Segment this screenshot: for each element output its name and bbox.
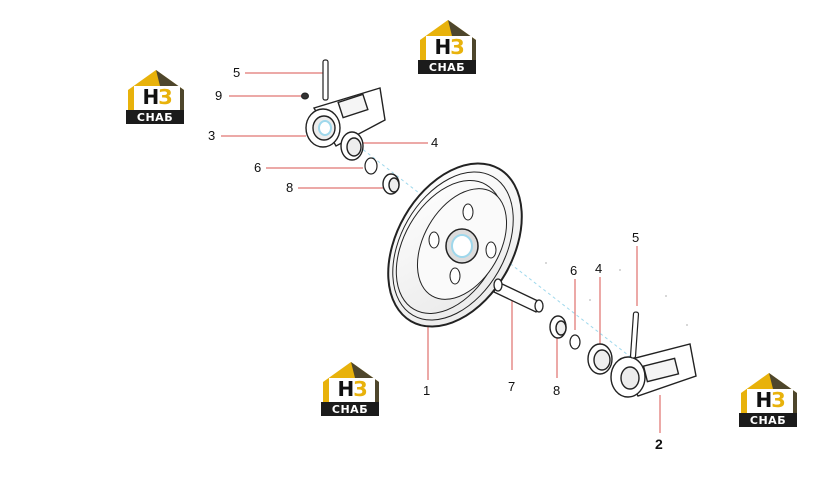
lower-pin-part — [629, 311, 640, 359]
lower-bracket-part — [610, 343, 697, 398]
idler-wheel-part — [387, 162, 523, 328]
callout-1: 1 — [423, 383, 431, 398]
callout-7: 7 — [508, 379, 516, 394]
lower-seal-part — [587, 343, 613, 375]
upper-plug-part — [301, 92, 309, 100]
callout-6-right: 6 — [570, 263, 578, 278]
callout-8-top: 8 — [286, 180, 294, 195]
callout-5-right: 5 — [632, 230, 640, 245]
callout-3: 3 — [208, 128, 216, 143]
callout-6-top: 6 — [254, 160, 262, 175]
callout-5-top: 5 — [233, 65, 241, 80]
logo-caption: СНАБ — [321, 402, 379, 416]
upper-bushing-part — [382, 173, 400, 195]
callout-4-top: 4 — [431, 135, 439, 150]
callout-2: 2 — [655, 436, 663, 452]
lower-oring-part — [569, 334, 581, 350]
callout-9: 9 — [215, 88, 223, 103]
lower-bushing-part — [549, 315, 567, 339]
upper-seal-part — [340, 131, 364, 161]
upper-oring-part — [364, 157, 378, 175]
logo-caption: СНАБ — [418, 60, 476, 74]
upper-bracket-part — [305, 87, 386, 148]
leader-lines — [221, 72, 661, 433]
callout-4-right: 4 — [595, 261, 603, 276]
logo-caption: СНАБ — [739, 413, 797, 427]
callout-8-right: 8 — [553, 383, 561, 398]
logo-caption: СНАБ — [126, 110, 184, 124]
shaft-part — [493, 278, 544, 313]
upper-pin-part — [322, 59, 329, 101]
